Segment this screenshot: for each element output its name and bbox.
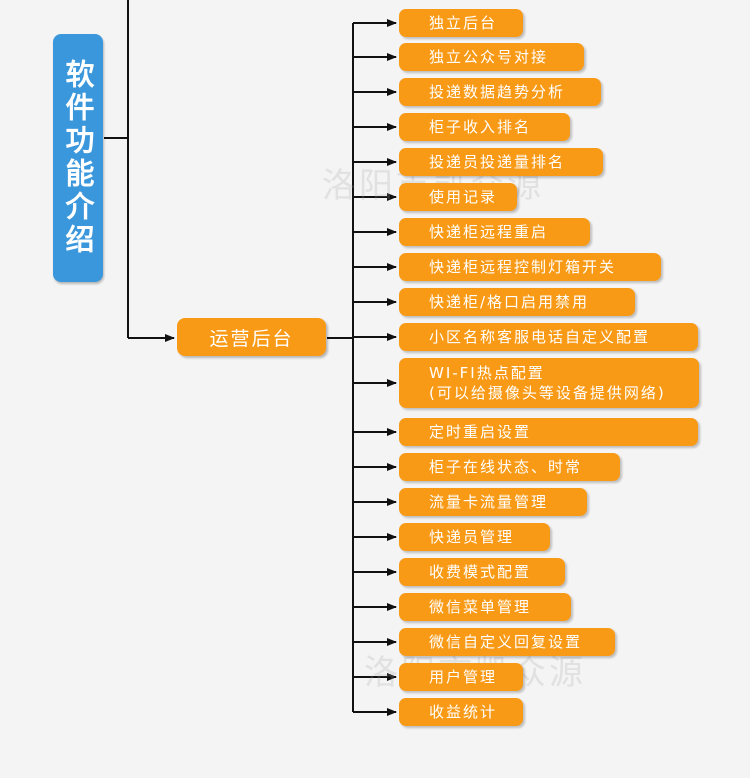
root-node-software-features: 软件功能介绍 xyxy=(53,34,103,282)
feature-node-label: 微信自定义回复设置 xyxy=(429,633,583,651)
feature-node-label: 用户管理 xyxy=(429,668,498,686)
feature-node-15: 快递员管理 xyxy=(399,523,550,551)
feature-node-3: 投递数据趋势分析 xyxy=(399,78,601,106)
feature-node-label: 使用记录 xyxy=(429,188,498,206)
feature-node-label: 流量卡流量管理 xyxy=(429,493,549,511)
feature-node-11: WI-FI热点配置 (可以给摄像头等设备提供网络) xyxy=(399,358,699,408)
feature-node-label: 快递柜/格口启用禁用 xyxy=(429,293,590,311)
feature-node-18: 微信自定义回复设置 xyxy=(399,628,615,656)
feature-node-sublabel: (可以给摄像头等设备提供网络) xyxy=(429,384,666,402)
feature-node-label: 独立公众号对接 xyxy=(429,48,549,66)
feature-node-4: 柜子收入排名 xyxy=(399,113,570,141)
feature-node-13: 柜子在线状态、时常 xyxy=(399,453,620,481)
feature-node-14: 流量卡流量管理 xyxy=(399,488,587,516)
feature-node-label: 定时重启设置 xyxy=(429,423,532,441)
feature-node-20: 收益统计 xyxy=(399,698,523,726)
node-operations-backend-label: 运营后台 xyxy=(209,327,294,350)
feature-node-label: 柜子在线状态、时常 xyxy=(429,458,583,476)
feature-node-8: 快递柜远程控制灯箱开关 xyxy=(399,253,661,281)
feature-node-19: 用户管理 xyxy=(399,663,523,691)
node-operations-backend: 运营后台 xyxy=(177,318,326,356)
feature-node-10: 小区名称客服电话自定义配置 xyxy=(399,323,698,351)
root-node-label: 软件功能介绍 xyxy=(61,59,95,257)
feature-node-label: 收费模式配置 xyxy=(429,563,532,581)
feature-node-16: 收费模式配置 xyxy=(399,558,565,586)
feature-node-6: 使用记录 xyxy=(399,183,517,211)
feature-node-12: 定时重启设置 xyxy=(399,418,698,446)
feature-node-7: 快递柜远程重启 xyxy=(399,218,590,246)
feature-node-label: 快递柜远程控制灯箱开关 xyxy=(429,258,617,276)
feature-node-label: 投递数据趋势分析 xyxy=(429,83,566,101)
feature-node-label: WI-FI热点配置 xyxy=(429,364,545,382)
feature-node-label: 快递柜远程重启 xyxy=(429,223,549,241)
feature-node-label: 小区名称客服电话自定义配置 xyxy=(429,328,651,346)
feature-node-label: 微信菜单管理 xyxy=(429,598,532,616)
feature-node-17: 微信菜单管理 xyxy=(399,593,571,621)
feature-node-label: 独立后台 xyxy=(429,14,498,32)
feature-node-2: 独立公众号对接 xyxy=(399,43,584,71)
feature-node-label: 投递员投递量排名 xyxy=(429,153,566,171)
feature-node-1: 独立后台 xyxy=(399,9,523,37)
feature-node-9: 快递柜/格口启用禁用 xyxy=(399,288,635,316)
feature-node-label: 快递员管理 xyxy=(429,528,515,546)
feature-node-5: 投递员投递量排名 xyxy=(399,148,603,176)
feature-node-label: 柜子收入排名 xyxy=(429,118,532,136)
feature-node-label: 收益统计 xyxy=(429,703,498,721)
